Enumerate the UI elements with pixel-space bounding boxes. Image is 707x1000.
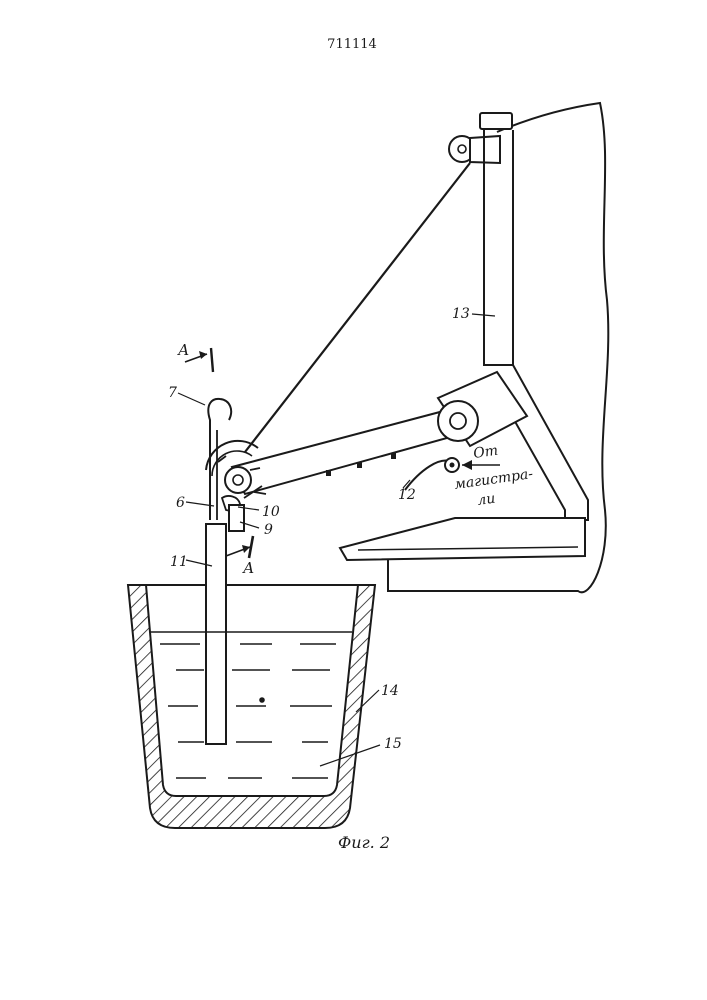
section-mark-top-label: А <box>177 341 189 359</box>
section-mark-bottom-label: А <box>242 559 254 577</box>
label-11: 11 <box>170 554 188 570</box>
patent-number: 711114 <box>327 37 377 52</box>
label-7: 7 <box>168 385 177 401</box>
rotating-arm <box>232 401 478 494</box>
supply-label-line1: магистра- <box>453 466 534 493</box>
base-platform <box>340 518 585 560</box>
label-10: 10 <box>262 504 280 520</box>
figure-caption: Фиг. 2 <box>338 833 390 852</box>
cable <box>245 163 470 452</box>
label-12: 12 <box>398 487 416 503</box>
label-14: 14 <box>381 683 399 699</box>
pulley-assembly <box>449 113 512 163</box>
section-mark-bottom: А <box>226 536 254 577</box>
label-13: 13 <box>452 306 470 322</box>
label-9: 9 <box>264 522 273 538</box>
label-15: 15 <box>384 736 402 752</box>
supply-label-line2: ли <box>476 491 496 509</box>
supply-label-from: От <box>472 443 499 462</box>
label-6: 6 <box>176 495 185 511</box>
support-column-13 <box>484 130 588 520</box>
section-mark-top: А <box>177 341 213 372</box>
